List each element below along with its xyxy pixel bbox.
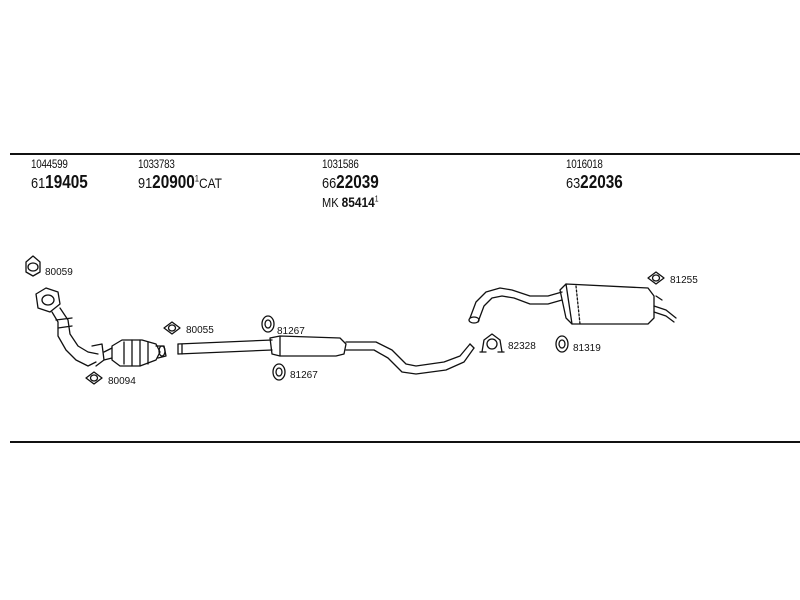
- part-code-rear-silencer: 1016018 6322036: [566, 158, 633, 192]
- catalytic-converter-icon: [103, 339, 167, 367]
- part-number: 6622039: [322, 172, 379, 192]
- label-80055: 80055: [186, 325, 214, 336]
- label-80059: 80059: [45, 267, 73, 278]
- label-80094: 80094: [108, 376, 136, 387]
- gasket-80059-icon: [25, 255, 41, 277]
- rear-silencer-icon: [468, 283, 677, 325]
- rubber-mount-81267-lower-icon: [272, 363, 286, 381]
- part-code-catalytic-converter: 1033783 91209001CAT: [138, 158, 237, 192]
- rubber-mount-81319-icon: [555, 335, 569, 353]
- part-number: 91209001CAT: [138, 172, 222, 192]
- reference-number: 1044599: [31, 157, 68, 171]
- part-number: 6322036: [566, 172, 623, 192]
- middle-pipe-icon: [177, 335, 475, 375]
- front-pipe-icon: [35, 287, 105, 367]
- part-code-front-pipe: 1044599 6119405: [31, 158, 98, 192]
- gasket-80094-icon: [85, 371, 103, 385]
- label-81267-upper: 81267: [277, 326, 305, 337]
- clamp-82328-icon: [479, 333, 505, 353]
- reference-number: 1031586: [322, 157, 359, 171]
- reference-number: 1033783: [138, 157, 175, 171]
- label-82328: 82328: [508, 341, 536, 352]
- label-81267-lower: 81267: [290, 370, 318, 381]
- part-code-middle-silencer: 1031586 6622039 MK 854141: [322, 158, 389, 209]
- mounting-kit-number: MK 854141: [322, 194, 379, 210]
- label-81255: 81255: [670, 275, 698, 286]
- bottom-divider: [10, 441, 800, 443]
- label-81319: 81319: [573, 343, 601, 354]
- top-divider: [10, 153, 800, 155]
- rubber-mount-81267-upper-icon: [261, 315, 275, 333]
- gasket-80055-icon: [163, 321, 181, 335]
- reference-number: 1016018: [566, 157, 603, 171]
- gasket-81255-icon: [647, 271, 665, 285]
- part-number: 6119405: [31, 172, 88, 192]
